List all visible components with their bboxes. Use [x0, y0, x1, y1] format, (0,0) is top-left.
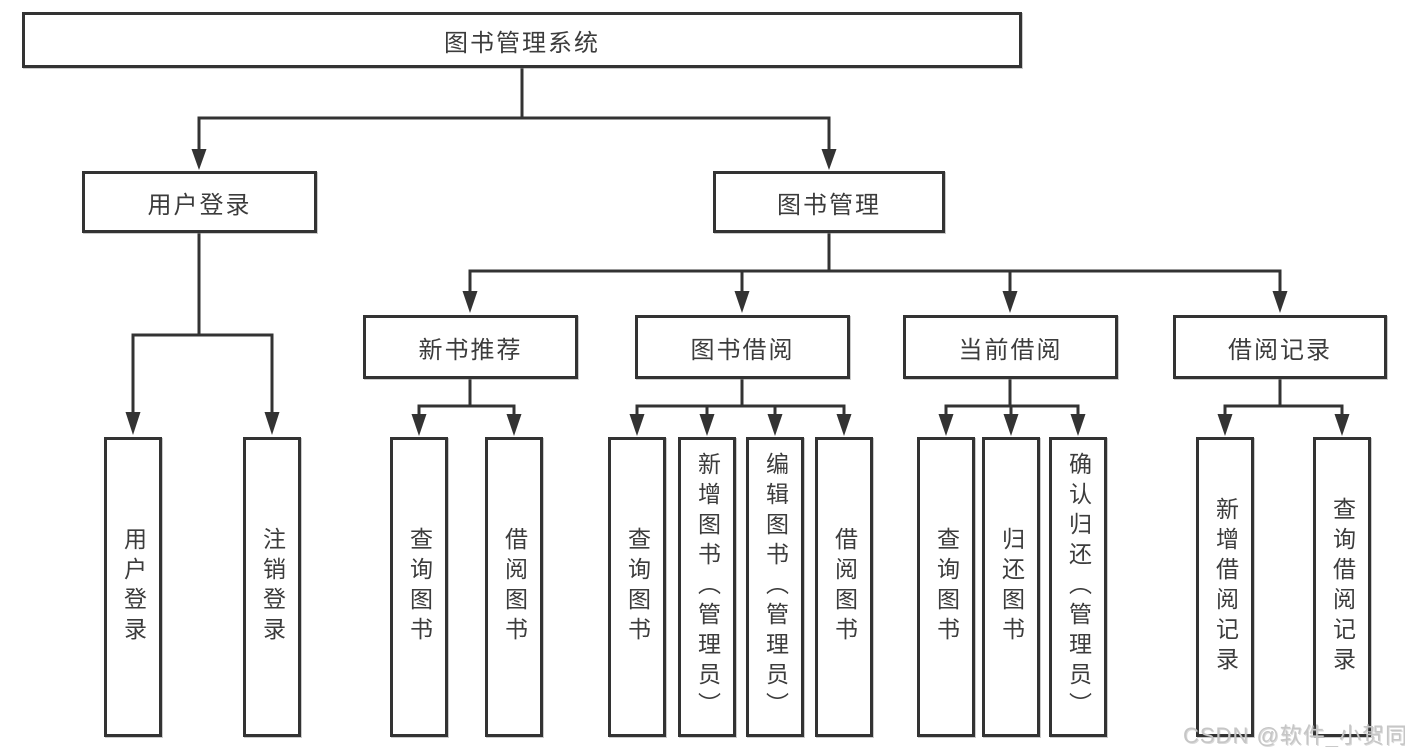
leaf-query-books-borrowing: 查询图书 [608, 437, 666, 737]
leaf-user-login-label: 用户登录 [120, 527, 147, 647]
node-root-system: 图书管理系统 [22, 12, 1022, 68]
leaf-edit-books-admin: 编辑图书（管理员） [746, 437, 804, 737]
node-new-book-recommend: 新书推荐 [363, 315, 578, 379]
leaf-return-books-label: 归还图书 [998, 527, 1025, 647]
csdn-watermark: CSDN @软件_小贺同学 [1183, 723, 1405, 747]
leaf-query-borrow-record-label: 查询借阅记录 [1329, 497, 1356, 677]
leaf-edit-books-admin-label: 编辑图书（管理员） [762, 452, 789, 722]
leaf-query-books-recommend-label: 查询图书 [406, 527, 433, 647]
node-book-borrowing: 图书借阅 [635, 315, 850, 379]
node-root-label: 图书管理系统 [444, 29, 600, 57]
node-book-management-label: 图书管理 [777, 191, 881, 219]
leaf-query-books-current: 查询图书 [917, 437, 975, 737]
node-current-borrowing: 当前借阅 [903, 315, 1118, 379]
leaf-query-books-borrowing-label: 查询图书 [624, 527, 651, 647]
node-borrowing-records: 借阅记录 [1173, 315, 1387, 379]
leaf-borrow-books: 借阅图书 [815, 437, 873, 737]
node-book-borrowing-label: 图书借阅 [690, 336, 795, 364]
leaf-logout-label: 注销登录 [259, 527, 286, 647]
node-borrowing-records-label: 借阅记录 [1228, 336, 1332, 364]
leaf-query-books-recommend: 查询图书 [390, 437, 448, 737]
node-book-management: 图书管理 [713, 171, 945, 233]
node-user-login-label: 用户登录 [147, 191, 252, 219]
leaf-add-borrow-record: 新增借阅记录 [1196, 437, 1254, 737]
leaf-query-books-current-label: 查询图书 [933, 527, 960, 647]
leaf-confirm-return-admin: 确认归还（管理员） [1049, 437, 1107, 737]
leaf-add-borrow-record-label: 新增借阅记录 [1212, 497, 1239, 677]
leaf-logout: 注销登录 [243, 437, 301, 737]
node-user-login: 用户登录 [82, 171, 317, 233]
leaf-add-books-admin-label: 新增图书（管理员） [694, 452, 721, 722]
leaf-confirm-return-admin-label: 确认归还（管理员） [1065, 452, 1092, 722]
leaf-add-books-admin: 新增图书（管理员） [678, 437, 736, 737]
node-new-book-recommend-label: 新书推荐 [418, 336, 523, 364]
node-current-borrowing-label: 当前借阅 [958, 336, 1063, 364]
leaf-user-login: 用户登录 [104, 437, 162, 737]
leaf-borrow-books-label: 借阅图书 [831, 527, 858, 647]
leaf-query-borrow-record: 查询借阅记录 [1313, 437, 1371, 737]
leaf-borrow-books-recommend-label: 借阅图书 [501, 527, 528, 647]
leaf-return-books: 归还图书 [982, 437, 1040, 737]
leaf-borrow-books-recommend: 借阅图书 [485, 437, 543, 737]
